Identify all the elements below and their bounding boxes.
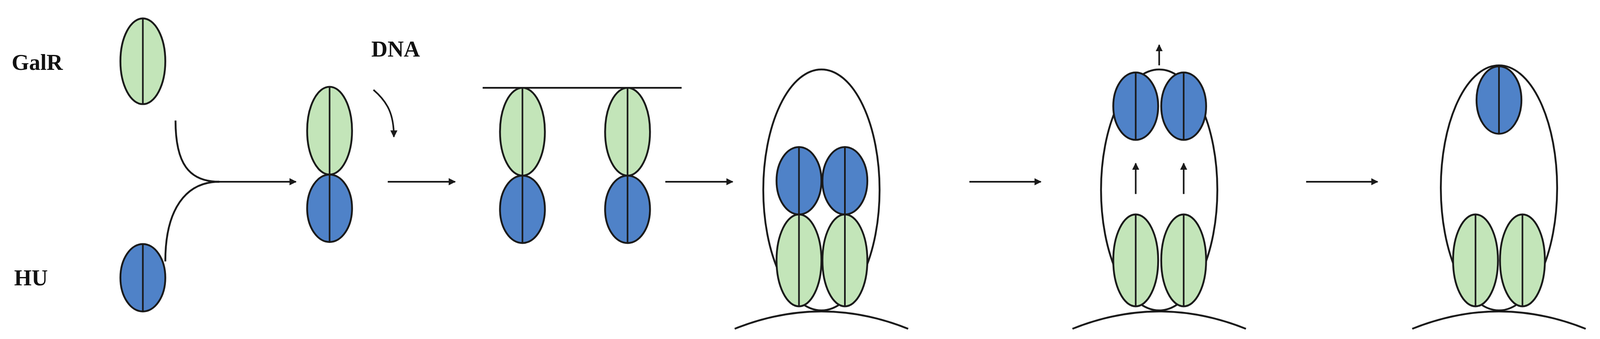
dna-loop-1 bbox=[734, 69, 1041, 329]
dna-arrow bbox=[373, 89, 455, 182]
dna-loop-2 bbox=[1072, 44, 1378, 329]
dna-bound-complexes bbox=[482, 87, 733, 243]
merge-arrow bbox=[165, 120, 297, 262]
protein-name: HU bbox=[14, 266, 48, 289]
galr-hu-complex bbox=[307, 86, 353, 242]
free-proteins bbox=[120, 18, 166, 312]
protein-name: GalR bbox=[11, 51, 63, 74]
molecule-name: DNA bbox=[371, 37, 420, 61]
dna-loop-3 bbox=[1412, 65, 1586, 329]
